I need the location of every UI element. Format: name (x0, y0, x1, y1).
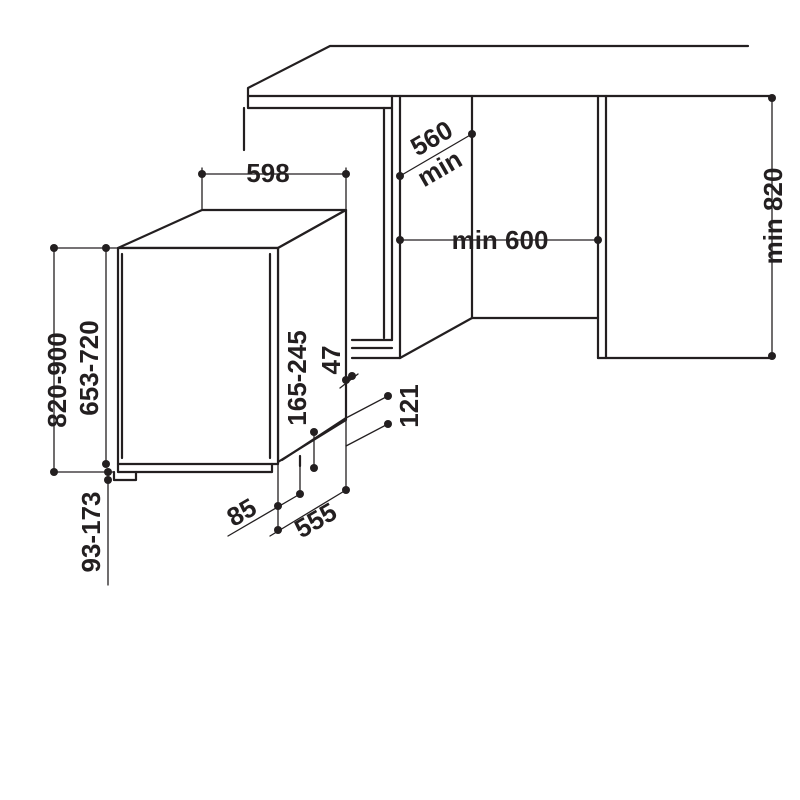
dim-line-555 (269, 419, 350, 537)
dishwasher-plinth (116, 462, 274, 474)
dim-line-560 (396, 130, 476, 180)
dishwasher-foot (112, 470, 138, 482)
dishwasher (112, 208, 348, 482)
worktop (246, 44, 774, 98)
dim-line-min-600 (396, 236, 602, 244)
label-121: 121 (394, 384, 424, 427)
label-165-245: 165-245 (282, 330, 312, 425)
dim-line-93-173 (104, 468, 112, 586)
label-85: 85 (221, 492, 261, 532)
dim-line-165-245 (310, 428, 318, 472)
label-555: 555 (289, 496, 342, 544)
label-47: 47 (316, 346, 346, 375)
label-93-173: 93-173 (76, 492, 106, 573)
dim-line-653-720 (102, 244, 110, 468)
dishwasher-door (116, 246, 280, 466)
dim-line-85 (227, 463, 304, 537)
label-820-900: 820-900 (42, 332, 72, 427)
label-653-720: 653-720 (74, 320, 104, 415)
niche-walls (350, 94, 600, 360)
label-min-820: min 820 (758, 168, 788, 265)
dim-line-min-820 (768, 94, 776, 360)
left-cabinet (242, 94, 394, 342)
label-598: 598 (246, 158, 289, 188)
dim-line-47 (339, 369, 359, 421)
dim-line-598 (198, 167, 350, 211)
label-min-600: min 600 (452, 225, 549, 255)
right-cabinet (596, 94, 774, 360)
dim-line-121 (345, 392, 392, 447)
